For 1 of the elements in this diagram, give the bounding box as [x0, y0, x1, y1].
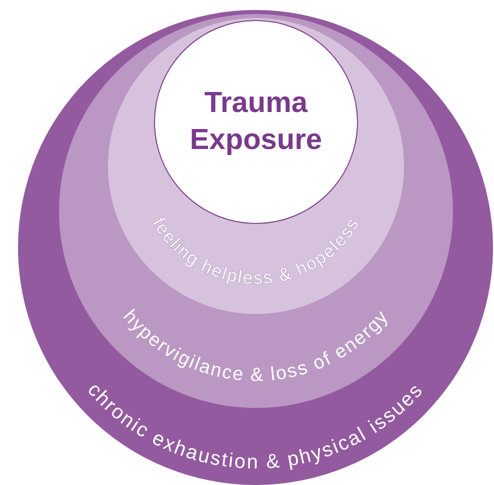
center-label: Trauma Exposure — [188, 86, 324, 158]
